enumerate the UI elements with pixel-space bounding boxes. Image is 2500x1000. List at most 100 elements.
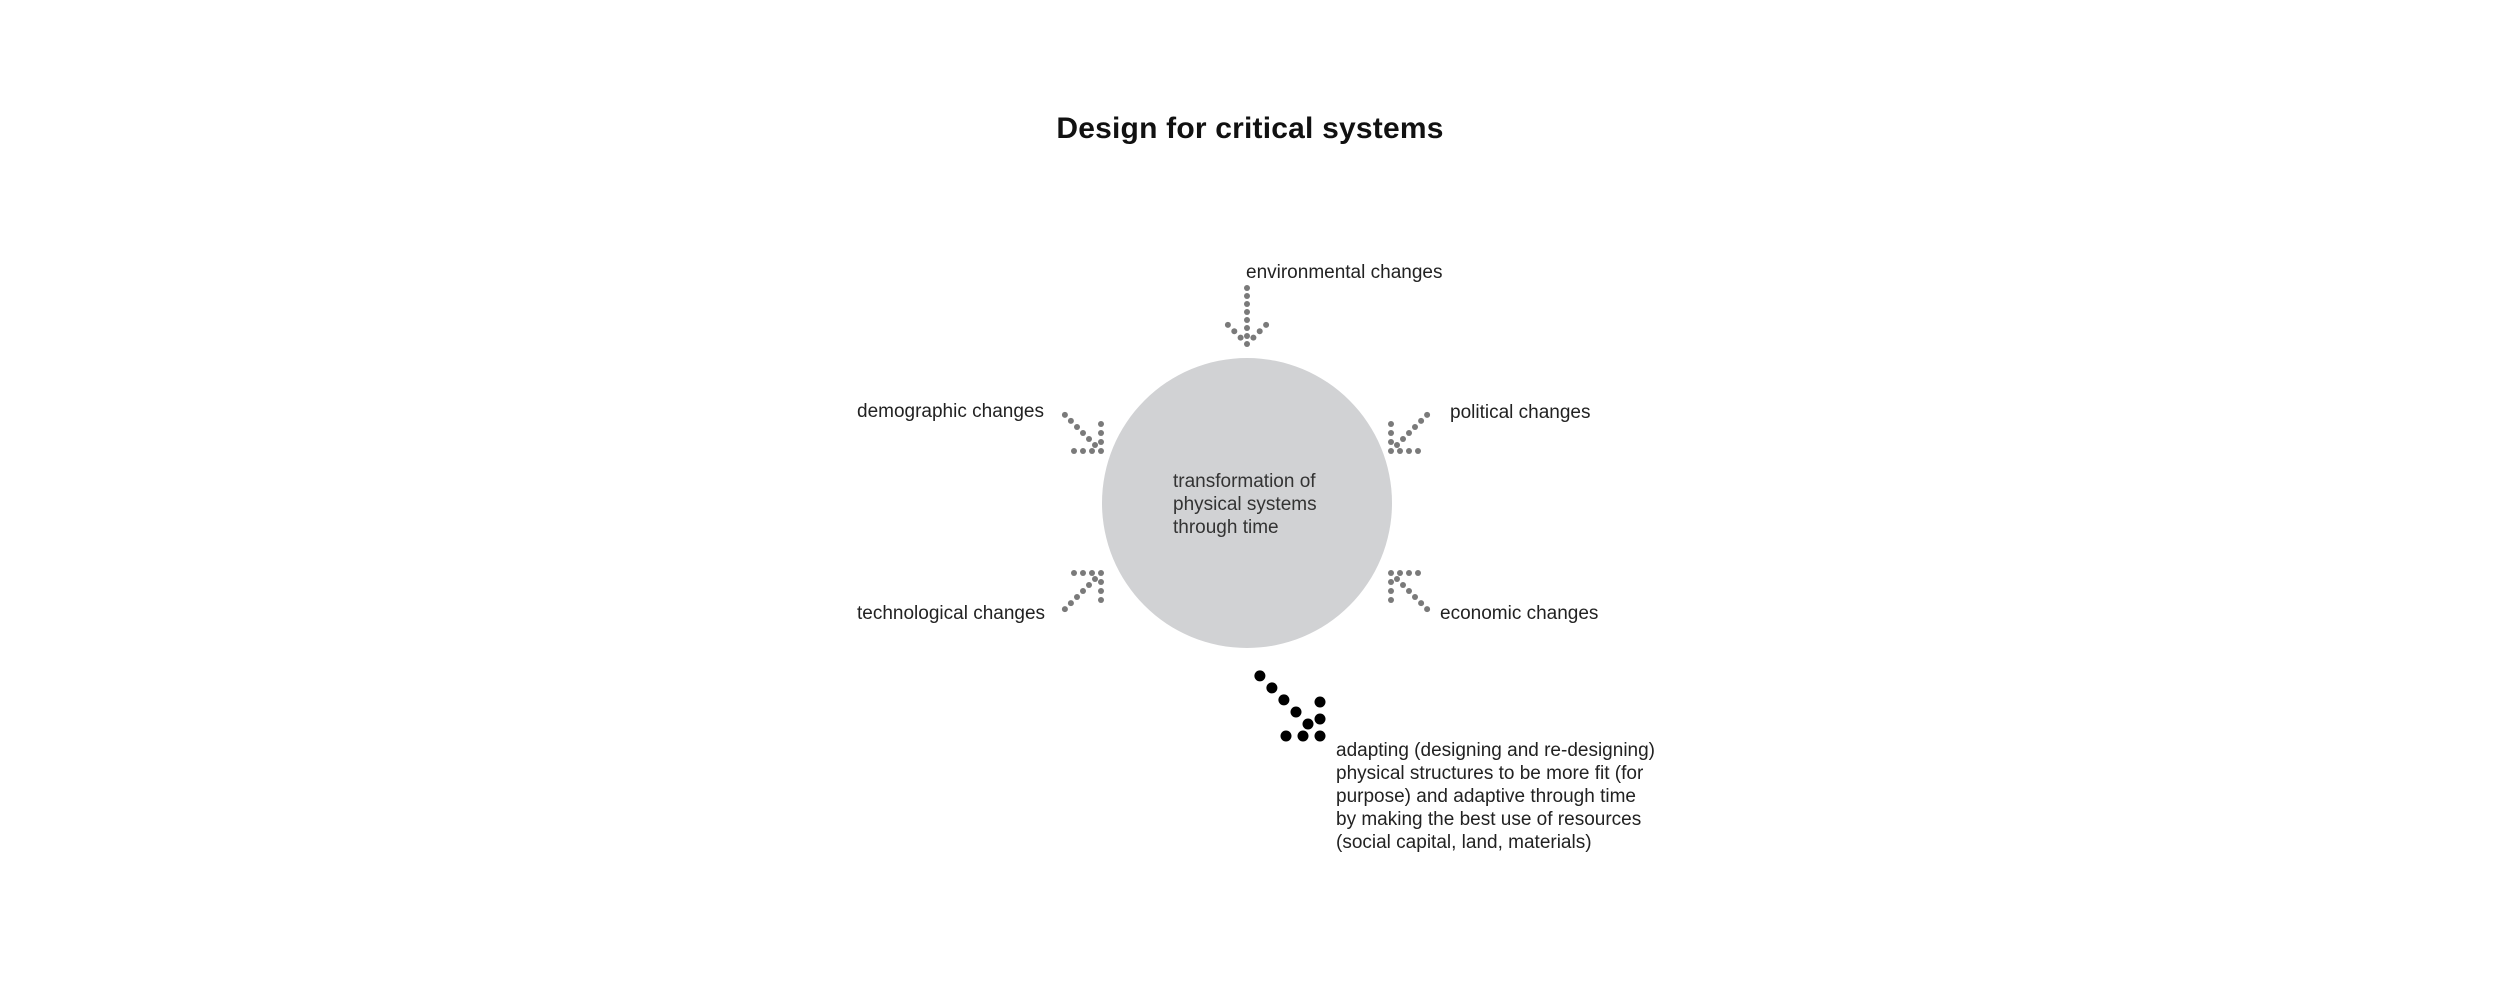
arrow-dot bbox=[1098, 421, 1104, 427]
arrow-dot bbox=[1280, 730, 1292, 742]
arrow-political bbox=[1388, 411, 1431, 454]
outcome-line: purpose) and adaptive through time bbox=[1336, 786, 1636, 807]
arrow-dot bbox=[1098, 588, 1104, 594]
arrow-dot bbox=[1244, 325, 1250, 331]
arrow-dot bbox=[1098, 570, 1104, 576]
arrow-dot bbox=[1397, 448, 1403, 454]
arrow-dot bbox=[1388, 430, 1394, 436]
arrow-dot bbox=[1415, 448, 1421, 454]
arrow-dot bbox=[1098, 439, 1104, 445]
arrow-dot bbox=[1388, 579, 1394, 585]
label-demographic-changes: demographic changes bbox=[857, 401, 1044, 422]
arrow-dot bbox=[1067, 600, 1074, 607]
arrow-dot bbox=[1244, 317, 1250, 323]
arrow-dot bbox=[1098, 430, 1104, 436]
arrow-dot bbox=[1297, 730, 1309, 742]
arrow-dot bbox=[1263, 321, 1270, 328]
central-circle bbox=[1102, 358, 1392, 648]
arrow-dot bbox=[1071, 570, 1077, 576]
arrow-outcome bbox=[1254, 670, 1326, 742]
arrow-environmental bbox=[1224, 285, 1270, 347]
arrow-dot bbox=[1074, 594, 1080, 600]
arrow-dot bbox=[1388, 570, 1394, 576]
arrow-dot bbox=[1406, 448, 1412, 454]
arrow-dot bbox=[1388, 588, 1394, 594]
arrow-dot bbox=[1244, 341, 1250, 347]
arrow-dot bbox=[1314, 696, 1326, 708]
central-circle-text: transformation of physical systems throu… bbox=[1173, 470, 1317, 539]
arrow-dot bbox=[1302, 718, 1314, 730]
arrow-dot bbox=[1089, 448, 1095, 454]
arrow-dot bbox=[1061, 606, 1068, 613]
arrow-dot bbox=[1098, 579, 1104, 585]
label-political-changes: political changes bbox=[1450, 402, 1591, 423]
arrow-dot bbox=[1266, 682, 1278, 694]
arrow-dot bbox=[1080, 570, 1086, 576]
outcome-line: by making the best use of resources bbox=[1336, 809, 1642, 830]
arrow-dot bbox=[1397, 570, 1403, 576]
arrow-dot bbox=[1080, 448, 1086, 454]
arrow-dot bbox=[1061, 411, 1068, 418]
arrow-dot bbox=[1424, 411, 1431, 418]
label-economic-changes: economic changes bbox=[1440, 603, 1599, 624]
arrow-technological bbox=[1061, 570, 1104, 613]
arrow-dot bbox=[1080, 588, 1086, 594]
arrow-dot bbox=[1424, 606, 1431, 613]
arrow-dot bbox=[1314, 713, 1326, 725]
outcome-line: physical structures to be more fit (for bbox=[1336, 763, 1644, 784]
arrow-dot bbox=[1080, 430, 1086, 436]
label-technological-changes: technological changes bbox=[857, 603, 1046, 624]
diagram-title: Design for critical systems bbox=[1056, 112, 1444, 145]
arrow-dot bbox=[1244, 301, 1250, 307]
arrow-dot bbox=[1290, 706, 1302, 718]
label-environmental-changes: environmental changes bbox=[1246, 262, 1443, 283]
arrow-dot bbox=[1254, 670, 1266, 682]
arrow-dot bbox=[1089, 570, 1095, 576]
outcome-line: (social capital, land, materials) bbox=[1336, 832, 1592, 853]
arrow-dot bbox=[1071, 448, 1077, 454]
arrow-dot bbox=[1415, 570, 1421, 576]
center-line: transformation of bbox=[1173, 471, 1316, 492]
center-line: through time bbox=[1173, 517, 1279, 538]
arrow-demographic bbox=[1061, 411, 1104, 454]
arrow-dot bbox=[1406, 430, 1412, 436]
arrow-dot bbox=[1224, 321, 1231, 328]
arrow-dot bbox=[1400, 436, 1406, 442]
arrow-dot bbox=[1388, 448, 1394, 454]
arrow-dot bbox=[1098, 448, 1104, 454]
arrow-dot bbox=[1092, 576, 1098, 582]
arrow-dot bbox=[1278, 694, 1290, 706]
center-line: physical systems bbox=[1173, 494, 1317, 515]
arrow-dot bbox=[1394, 576, 1400, 582]
arrow-dot bbox=[1412, 594, 1418, 600]
arrow-dot bbox=[1388, 421, 1394, 427]
arrow-dot bbox=[1244, 285, 1250, 291]
arrow-dot bbox=[1406, 588, 1412, 594]
arrow-dot bbox=[1086, 582, 1092, 588]
arrow-dot bbox=[1092, 442, 1098, 448]
arrow-dot bbox=[1231, 328, 1238, 335]
arrow-dot bbox=[1388, 439, 1394, 445]
arrow-dot bbox=[1388, 597, 1394, 603]
outcome-text: adapting (designing and re-designing) ph… bbox=[1336, 739, 1655, 854]
arrow-dot bbox=[1244, 293, 1250, 299]
arrow-dot bbox=[1400, 582, 1406, 588]
arrow-dot bbox=[1074, 424, 1080, 430]
arrow-dot bbox=[1237, 334, 1244, 341]
arrow-dot bbox=[1098, 597, 1104, 603]
arrow-dot bbox=[1244, 309, 1250, 315]
arrow-economic bbox=[1388, 570, 1431, 613]
arrow-dot bbox=[1406, 570, 1412, 576]
arrow-dot bbox=[1418, 600, 1425, 607]
arrow-dot bbox=[1067, 417, 1074, 424]
arrow-dot bbox=[1412, 424, 1418, 430]
arrow-dot bbox=[1086, 436, 1092, 442]
arrow-dot bbox=[1250, 334, 1257, 341]
outcome-line: adapting (designing and re-designing) bbox=[1336, 740, 1656, 761]
arrow-dot bbox=[1244, 333, 1250, 339]
arrow-dot bbox=[1418, 417, 1425, 424]
arrow-dot bbox=[1314, 730, 1326, 742]
arrow-dot bbox=[1256, 328, 1263, 335]
arrow-dot bbox=[1394, 442, 1400, 448]
